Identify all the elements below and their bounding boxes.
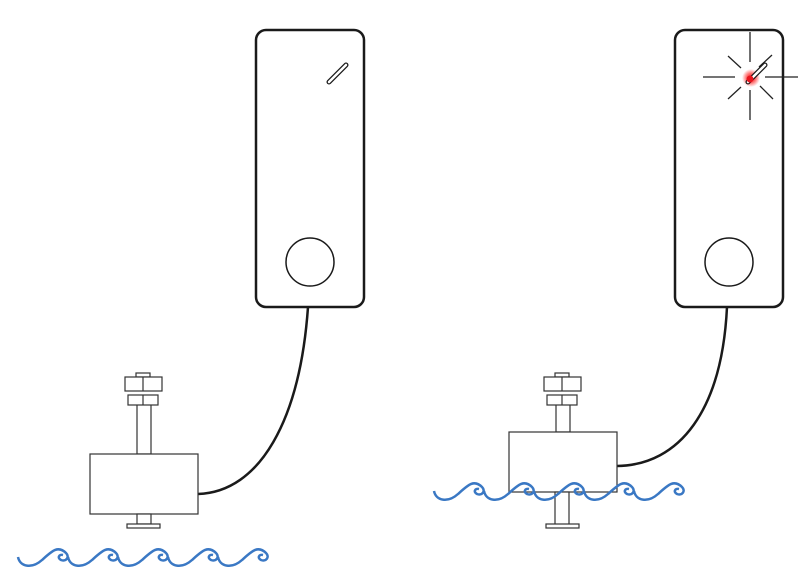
sensor-stem — [555, 403, 571, 433]
unit-button — [704, 237, 754, 287]
float-sensor — [508, 372, 618, 529]
alarm-flash-rays — [703, 32, 798, 120]
sensor-foot — [126, 523, 161, 529]
dry-state-group — [16, 28, 366, 567]
alarm-unit — [254, 28, 366, 309]
sensor-body — [508, 431, 618, 493]
sensor-stem — [136, 403, 152, 455]
sensor-cable — [616, 306, 729, 468]
water-waves — [432, 482, 685, 501]
float-sensor — [89, 372, 199, 529]
sensor-foot — [545, 523, 580, 529]
sensor-cable — [197, 306, 310, 496]
water-waves — [16, 548, 269, 567]
wet-state-group — [432, 28, 798, 529]
sensor-body — [89, 453, 199, 515]
alarm-unit — [673, 28, 785, 309]
unit-button — [285, 237, 335, 287]
